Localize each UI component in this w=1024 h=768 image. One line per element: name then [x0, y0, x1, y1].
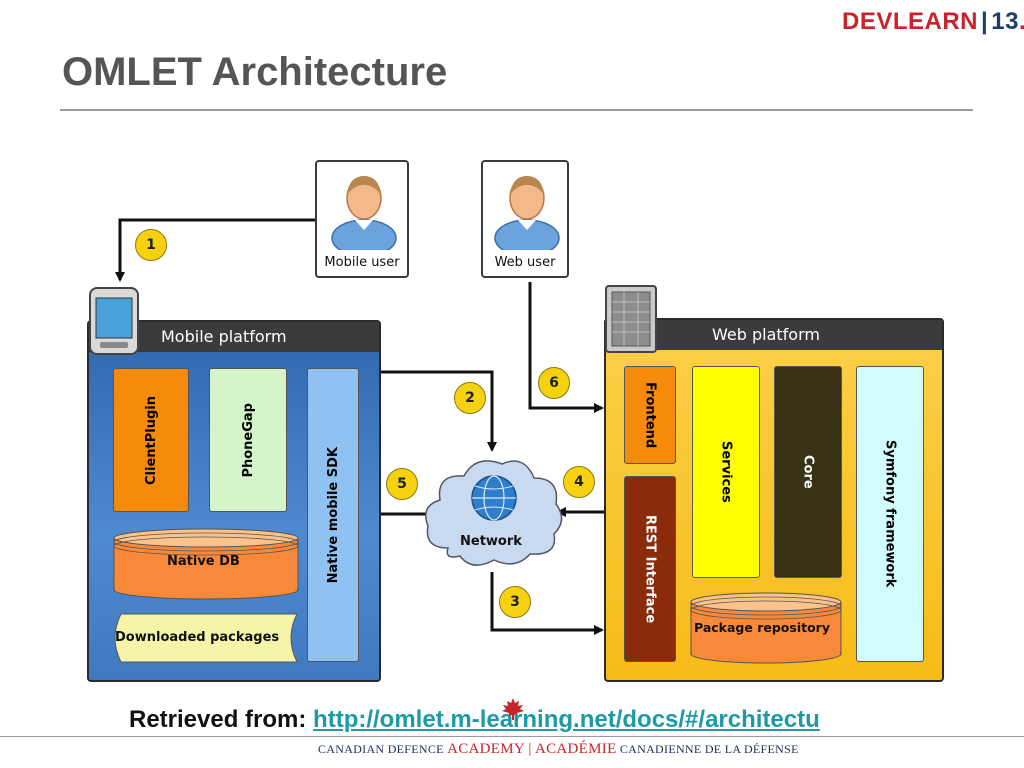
step-badge-1: 1	[135, 229, 167, 261]
mobile-user-label: Mobile user	[324, 255, 400, 270]
step-badge-6: 6	[538, 367, 570, 399]
arrow-3	[490, 572, 604, 635]
academy-separator: |	[528, 741, 532, 757]
package-repository-label: Package repository	[694, 620, 830, 635]
academy-prefix: CANADIAN DEFENCE	[318, 742, 444, 756]
frontend-label: Frontend	[642, 381, 658, 449]
source-citation: Retrieved from: http://omlet.m-learning.…	[129, 706, 820, 734]
logo-brand: DEVLEARN	[842, 8, 979, 35]
symfony-label: Symfony framework	[882, 440, 898, 588]
phonegap: PhoneGap	[209, 368, 287, 512]
core: Core	[774, 366, 842, 578]
step-badge-5: 5	[386, 468, 418, 500]
mobile-user-card: Mobile user	[315, 160, 409, 278]
network-label: Network	[460, 534, 522, 549]
logo-dot: .	[1019, 8, 1024, 35]
person-icon	[331, 176, 397, 250]
arrow-2	[376, 370, 497, 452]
web-user-card: Web user	[481, 160, 569, 278]
academy-fr: ACADÉMIE	[534, 741, 617, 757]
mobile-platform-title: Mobile platform	[161, 327, 287, 346]
client-plugin: ClientPlugin	[113, 368, 189, 512]
footer-divider	[0, 736, 1024, 737]
phonegap-label: PhoneGap	[240, 402, 256, 478]
native-db-cylinder	[113, 528, 299, 600]
mobile-device-icon	[89, 287, 139, 355]
academy-en: ACADEMY	[447, 741, 526, 757]
services: Services	[692, 366, 760, 578]
academy-footer: CANADIAN DEFENCE ACADEMY | ACADÉMIE CANA…	[318, 741, 799, 758]
devlearn-logo: DEVLEARN|13.	[842, 8, 1024, 36]
network-cloud	[425, 460, 563, 566]
rest-interface: REST Interface	[624, 476, 676, 662]
step-badge-3: 3	[499, 586, 531, 618]
slide-title: OMLET Architecture	[62, 50, 448, 94]
native-mobile-sdk: Native mobile SDK	[307, 368, 359, 662]
web-platform-header	[606, 320, 942, 350]
source-link[interactable]: http://omlet.m-learning.net/docs/#/archi…	[313, 706, 820, 733]
downloaded-packages-shape	[114, 613, 298, 663]
server-icon	[605, 285, 657, 353]
native-sdk-label: Native mobile SDK	[325, 446, 341, 584]
arrow-1	[115, 218, 316, 282]
web-user-label: Web user	[494, 255, 556, 270]
logo-separator: |	[981, 8, 989, 35]
frontend: Frontend	[624, 366, 676, 464]
logo-edition: 13	[991, 8, 1019, 35]
client-plugin-label: ClientPlugin	[143, 395, 159, 485]
core-label: Core	[800, 455, 816, 489]
web-platform: Web platform Frontend REST Interface Ser…	[604, 318, 944, 682]
native-db-label: Native DB	[167, 554, 240, 569]
downloaded-packages-label: Downloaded packages	[115, 630, 280, 645]
services-label: Services	[718, 441, 734, 503]
mobile-platform: Mobile platform ClientPlugin PhoneGap Na…	[87, 320, 381, 682]
step-badge-2: 2	[454, 382, 486, 414]
person-icon	[494, 176, 560, 250]
arrow-6	[528, 282, 604, 413]
academy-suffix: CANADIENNE DE LA DÉFENSE	[619, 742, 799, 756]
package-repository-cylinder	[690, 592, 842, 664]
maple-leaf-icon	[502, 698, 524, 720]
step-badge-4: 4	[563, 466, 595, 498]
title-divider	[60, 109, 973, 111]
symfony-framework: Symfony framework	[856, 366, 924, 662]
retrieved-label: Retrieved from:	[129, 706, 307, 733]
rest-interface-label: REST Interface	[642, 514, 658, 624]
globe-icon	[471, 475, 517, 521]
web-platform-title: Web platform	[712, 325, 820, 344]
